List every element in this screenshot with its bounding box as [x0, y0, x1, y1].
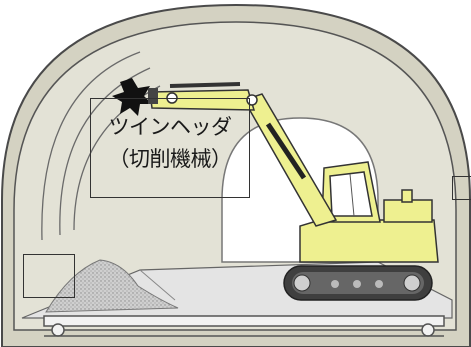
excavator-cab-window [329, 171, 373, 217]
left-detail-box [23, 254, 75, 298]
excavator-boom [149, 82, 338, 227]
cutter-label-type: （切削機械） [108, 147, 233, 171]
excavator-tracks [283, 265, 433, 301]
twin-header-cutter-icon [112, 78, 158, 116]
cutter-callout-box [90, 98, 250, 198]
muck-pile [45, 259, 179, 313]
right-detail-box [452, 176, 471, 200]
excavator-body [299, 161, 439, 263]
base-rail [43, 315, 445, 337]
cutter-label-name: ツインヘッダ [108, 115, 233, 139]
